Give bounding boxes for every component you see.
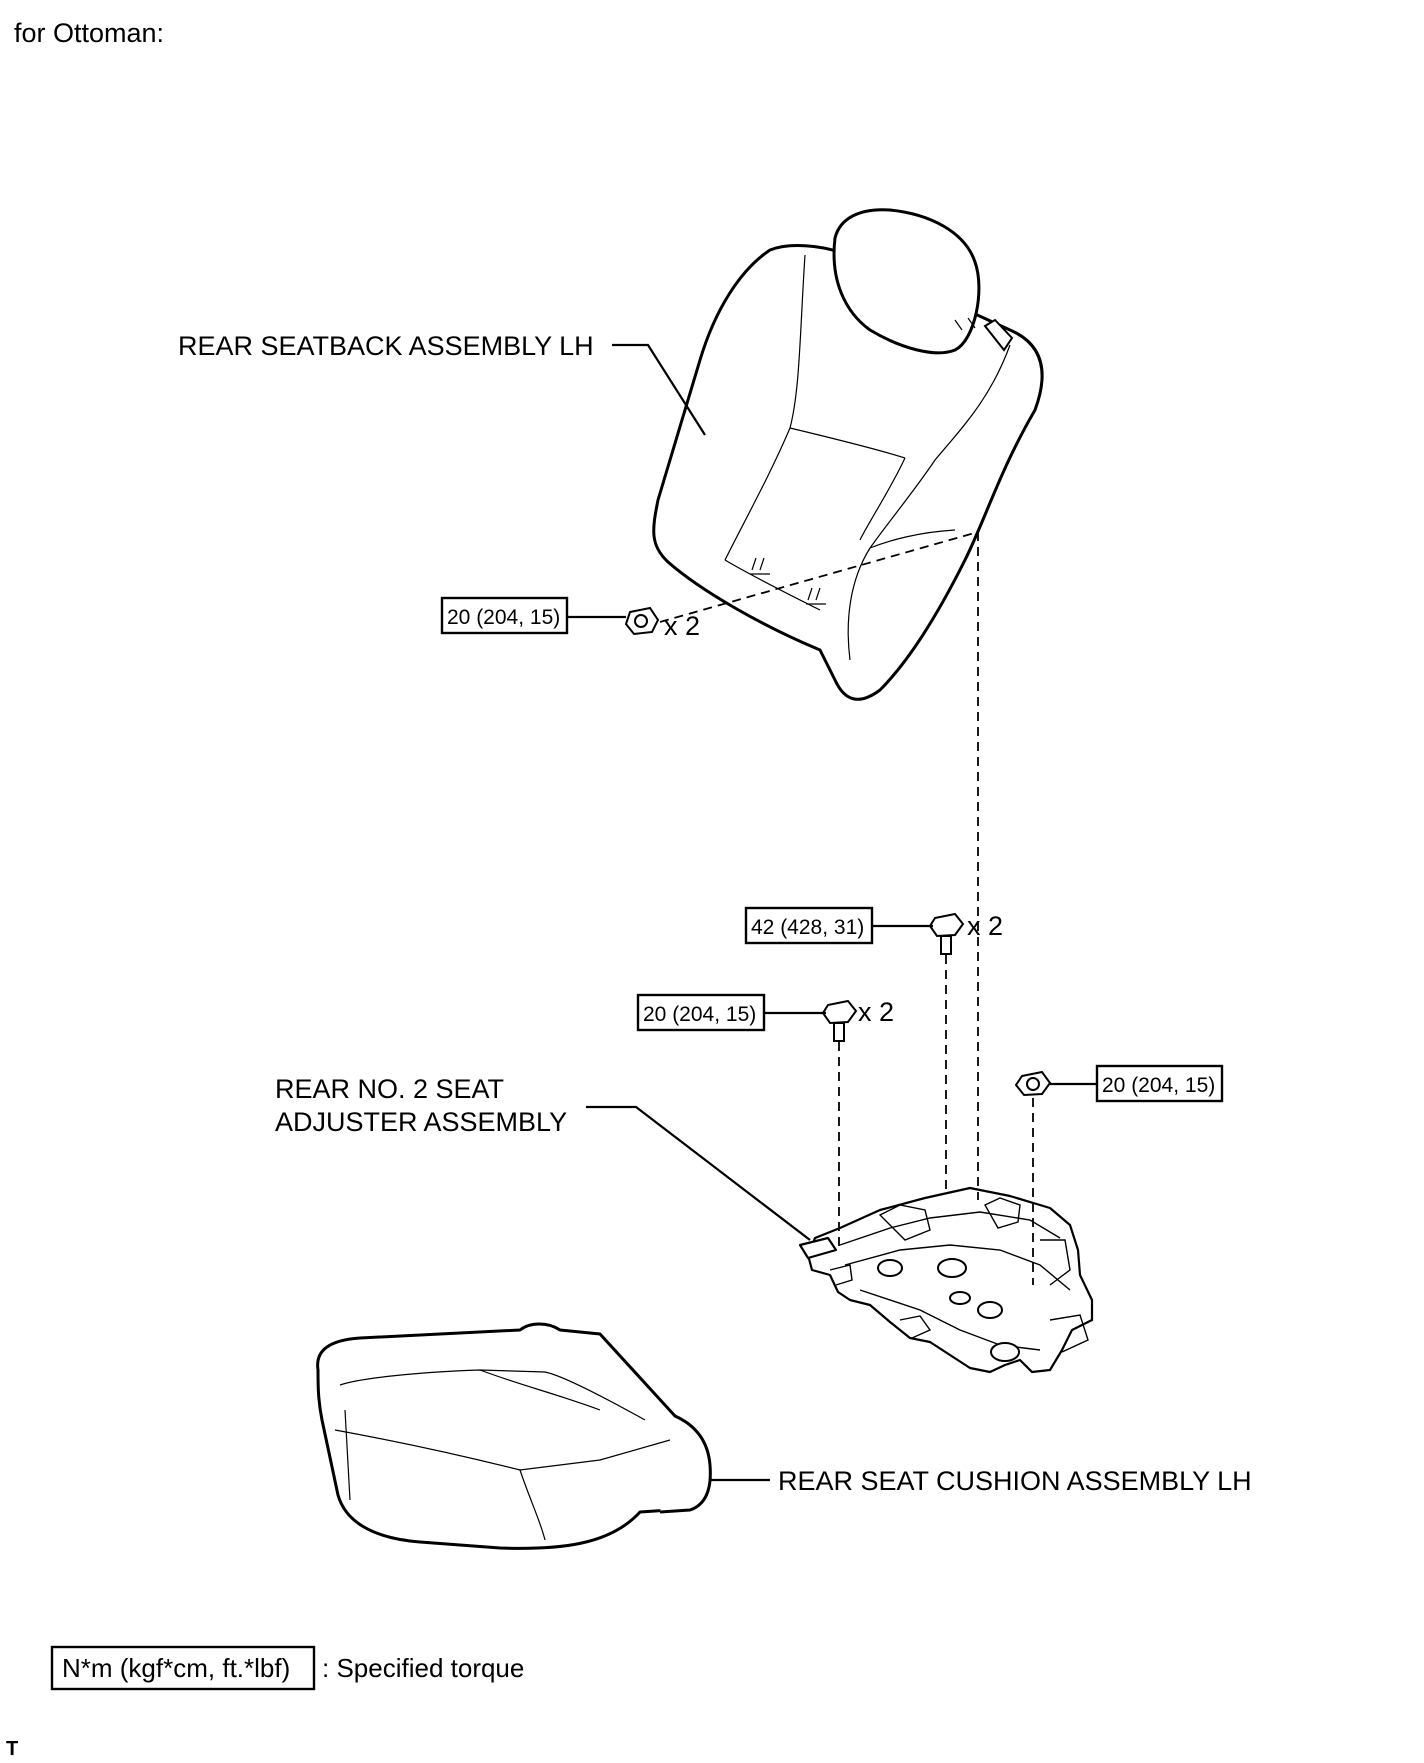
leader-lines (567, 343, 1097, 1482)
quantity-seatback-nut: x 2 (664, 611, 700, 641)
label-seat-adjuster-line2: ADJUSTER ASSEMBLY (275, 1107, 567, 1137)
rear-seat-cushion-illustration (316, 1322, 712, 1550)
quantity-adjuster-bolt-upper: x 2 (967, 911, 1003, 941)
footer-mark: T (6, 1738, 18, 1760)
svg-text:20 (204, 15): 20 (204, 15) (1102, 1074, 1215, 1097)
legend-description: : Specified torque (322, 1653, 524, 1683)
torque-spec-adjuster-bolt-upper: 42 (428, 31) (744, 906, 874, 945)
torque-legend: N*m (kgf*cm, ft.*lbf) : Specified torque (50, 1645, 524, 1691)
bolt-lower-icon (821, 999, 858, 1042)
seat-adjuster-illustration (798, 1186, 1094, 1374)
nut-seatback-icon (624, 606, 660, 636)
quantity-adjuster-bolt-lower: x 2 (858, 997, 894, 1027)
svg-text:20 (204, 15): 20 (204, 15) (643, 1003, 756, 1026)
torque-spec-adjuster-bolt-lower: 20 (204, 15) (636, 993, 766, 1032)
label-rear-seatback: REAR SEATBACK ASSEMBLY LH (178, 331, 594, 361)
label-rear-seat-cushion: REAR SEAT CUSHION ASSEMBLY LH (778, 1466, 1252, 1496)
assembly-lines (659, 531, 1034, 1285)
torque-spec-adjuster-nut-right: 20 (204, 15) (1095, 1064, 1224, 1103)
bolt-upper-icon (928, 912, 965, 955)
torque-spec-seatback-nut: 20 (204, 15) (440, 596, 569, 635)
nut-adjuster-right-icon (1014, 1070, 1052, 1097)
legend-unit-box: N*m (kgf*cm, ft.*lbf) (62, 1653, 290, 1683)
label-seat-adjuster-line1: REAR NO. 2 SEAT (275, 1074, 504, 1104)
svg-text:42 (428, 31): 42 (428, 31) (751, 916, 864, 939)
svg-text:20 (204, 15): 20 (204, 15) (447, 606, 560, 629)
rear-seatback-illustration (652, 208, 1044, 701)
diagram-context-title: for Ottoman: (14, 18, 164, 48)
